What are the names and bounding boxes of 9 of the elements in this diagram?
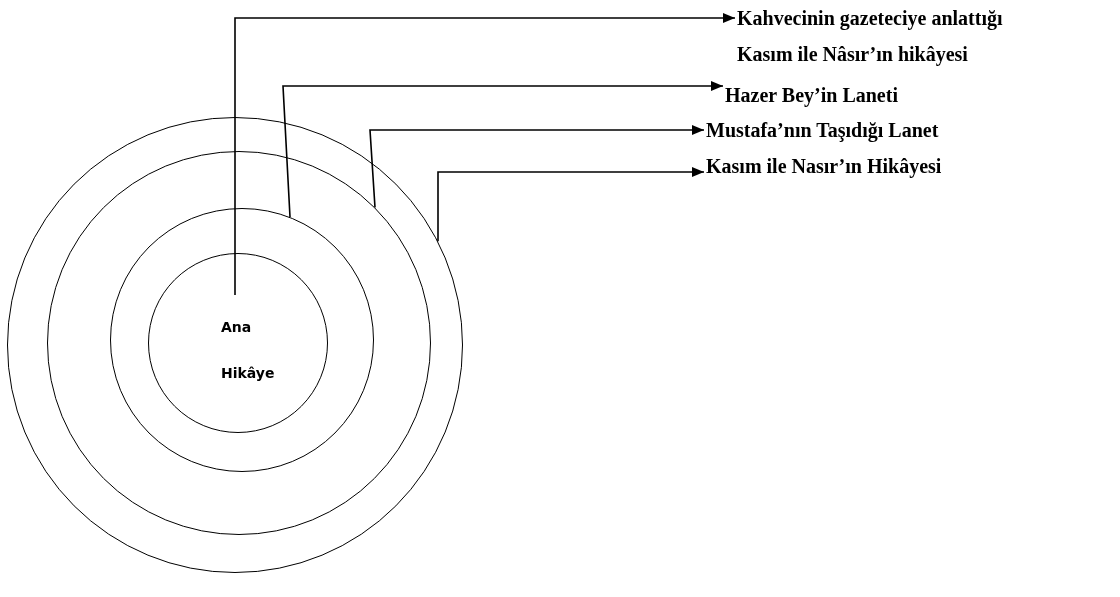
story-label: Mustafa’nın Taşıdığı Lanet [706, 112, 939, 148]
arrow [234, 13, 736, 296]
arrow [369, 125, 705, 209]
center-label: Ana Hikâye [221, 318, 276, 383]
story-label: Kasım ile Nasır’ın Hikâyesi [706, 148, 942, 184]
story-label: Hazer Bey’in Laneti [725, 77, 898, 113]
arrow [437, 167, 705, 242]
arrow [282, 81, 724, 218]
story-label: Kahvecinin gazeteciye anlattığı Kasım ile Nâsır’ın hikâyesi [737, 0, 1037, 72]
